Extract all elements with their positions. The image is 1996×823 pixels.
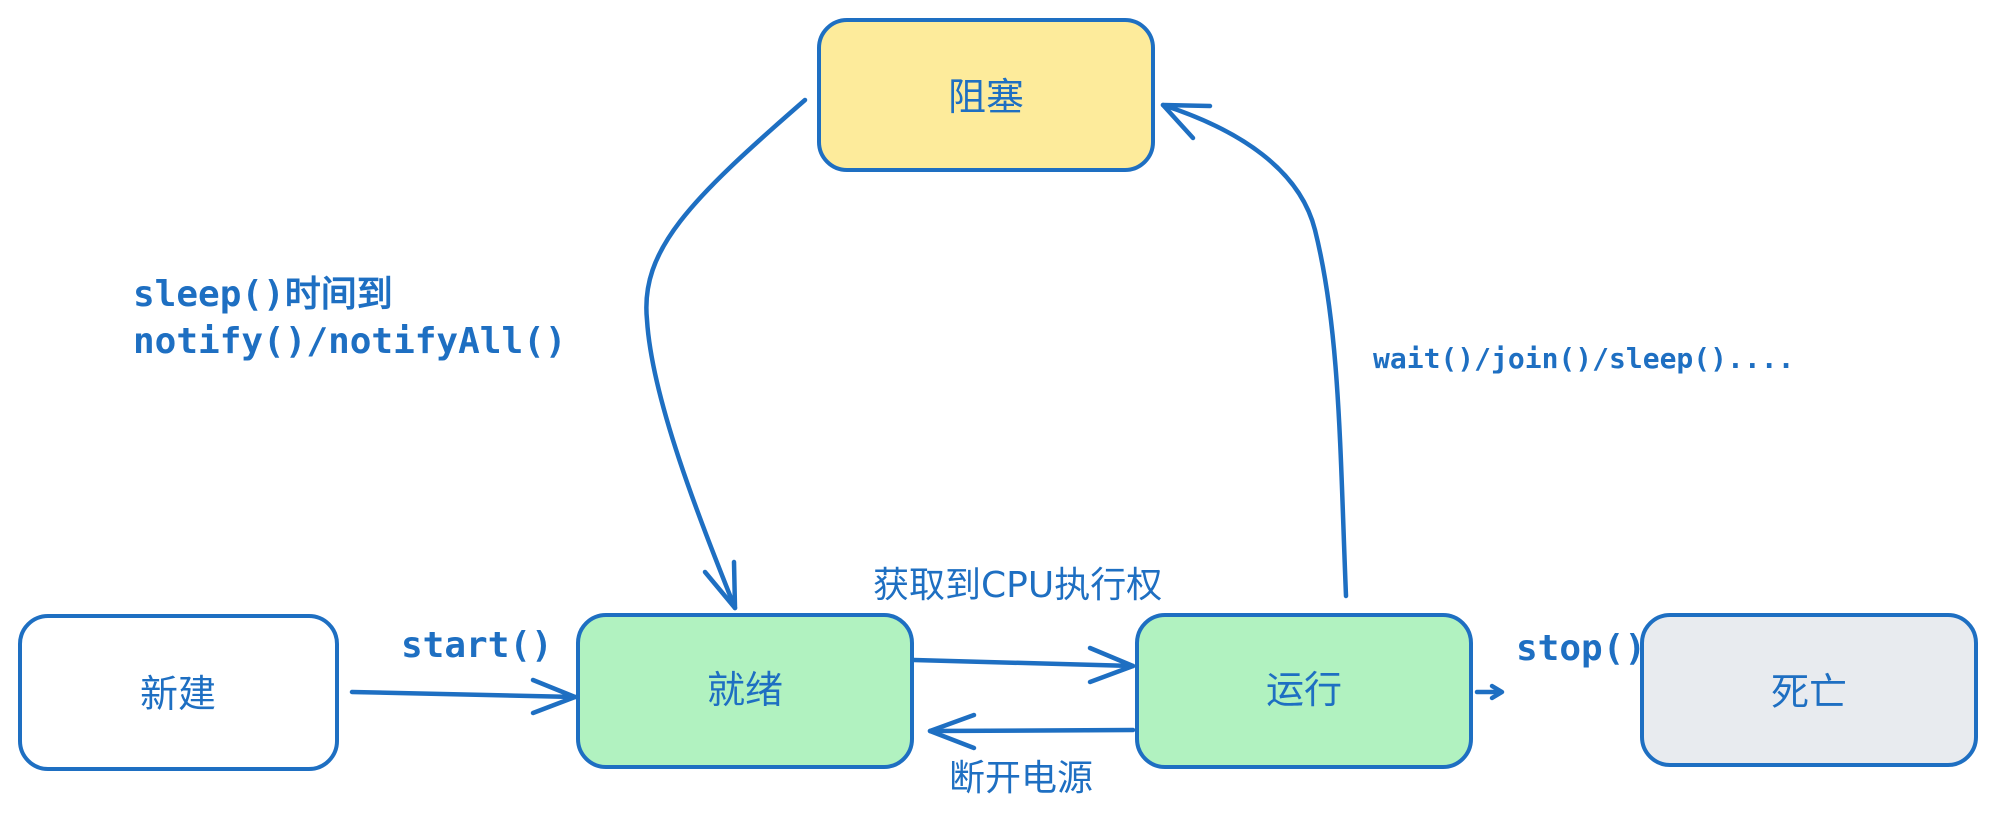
blocked-label: 阻塞 [948, 75, 1024, 119]
state-node-blocked: 阻塞 [817, 18, 1155, 172]
label-stop: stop() [1516, 628, 1646, 669]
state-node-ready: 就绪 [576, 613, 914, 769]
ready-box [576, 613, 914, 769]
edge-running-to-ready-arrowhead [927, 712, 977, 751]
running-box [1135, 613, 1473, 769]
edge-new-to-ready-line [349, 689, 578, 700]
label-get-cpu: 获取到CPU执行权 [873, 565, 1162, 606]
label-sleep-timeout: sleep()时间到 [133, 274, 393, 315]
state-node-dead: 死亡 [1640, 613, 1978, 767]
dead-box [1640, 613, 1978, 767]
state-node-new: 新建 [18, 614, 339, 771]
ready-label: 就绪 [707, 668, 783, 712]
edge-running-to-blocked-line [1160, 102, 1349, 599]
edge-running-to-blocked-arrowhead [1160, 102, 1213, 141]
edge-blocked-to-ready-line [644, 97, 808, 611]
edge-running-to-ready [927, 712, 1136, 751]
edge-new-to-ready [349, 677, 578, 716]
label-power-off: 断开电源 [949, 758, 1093, 799]
edge-running-to-ready-line [927, 727, 1136, 734]
edge-blocked-to-ready-arrowhead [702, 559, 738, 611]
label-wait-join-sleep: wait()/join()/sleep().... [1373, 342, 1794, 375]
new-label: 新建 [140, 672, 216, 716]
edge-running-to-dead-arrowhead [1489, 683, 1505, 701]
dead-label: 死亡 [1771, 670, 1847, 714]
running-label: 运行 [1266, 668, 1342, 712]
new-box [18, 614, 339, 771]
edge-running-to-dead [1474, 683, 1505, 701]
edge-running-to-blocked [1160, 102, 1349, 599]
edge-ready-to-running [911, 645, 1136, 685]
blocked-box [817, 18, 1155, 172]
label-start: start() [401, 625, 553, 666]
edge-new-to-ready-arrowhead [530, 677, 578, 716]
label-notify: notify()/notifyAll() [133, 321, 566, 362]
edge-ready-to-running-line [911, 657, 1136, 669]
edge-blocked-to-ready [644, 97, 808, 611]
edge-ready-to-running-arrowhead [1087, 645, 1136, 685]
state-node-running: 运行 [1135, 613, 1473, 769]
